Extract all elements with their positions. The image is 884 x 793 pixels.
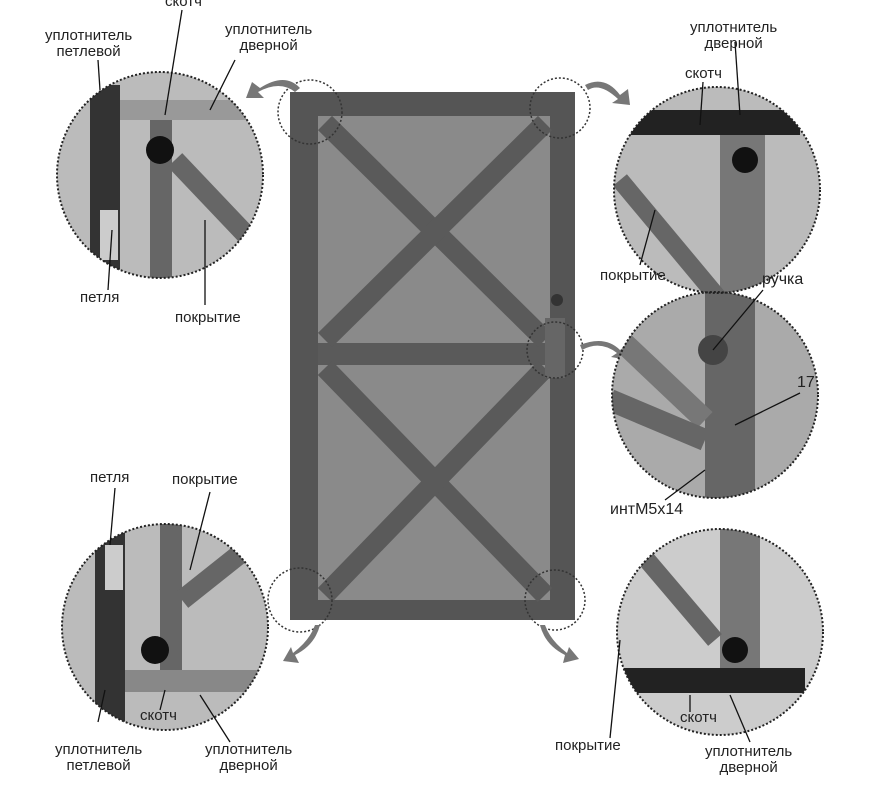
label-screw: интМ5х14 — [610, 501, 684, 518]
label-hinge-top-left: петля — [80, 289, 120, 306]
detail-markers — [267, 77, 591, 633]
arrows — [246, 80, 630, 663]
label-hinge-bottom-left: петля — [90, 469, 130, 486]
label-tape-bottom-left: скотч — [140, 707, 177, 724]
detail-circle-top-right — [614, 87, 820, 293]
label-cover-top-left: покрытие — [175, 309, 241, 326]
label-cover-bottom-left: покрытие — [172, 471, 238, 488]
leader-lines — [97, 9, 801, 743]
detail-circle-bottom-right — [617, 529, 823, 735]
detail-circle-top-left — [57, 72, 263, 278]
detail-circle-outlines — [56, 71, 824, 736]
label-cover-top-right: покрытие — [600, 267, 666, 284]
door — [290, 92, 575, 620]
label-handle: ручка — [762, 271, 804, 288]
detail-circle-middle-right — [612, 292, 818, 498]
label-cover-bottom-right: покрытие — [555, 737, 621, 754]
label-tape-bottom-right: скотч — [680, 709, 717, 726]
label-tape-top-left: скотч — [165, 0, 202, 10]
label-number-17: 17 — [797, 374, 815, 391]
label-tape-top-right: скотч — [685, 65, 722, 82]
detail-circle-bottom-left — [62, 524, 268, 730]
